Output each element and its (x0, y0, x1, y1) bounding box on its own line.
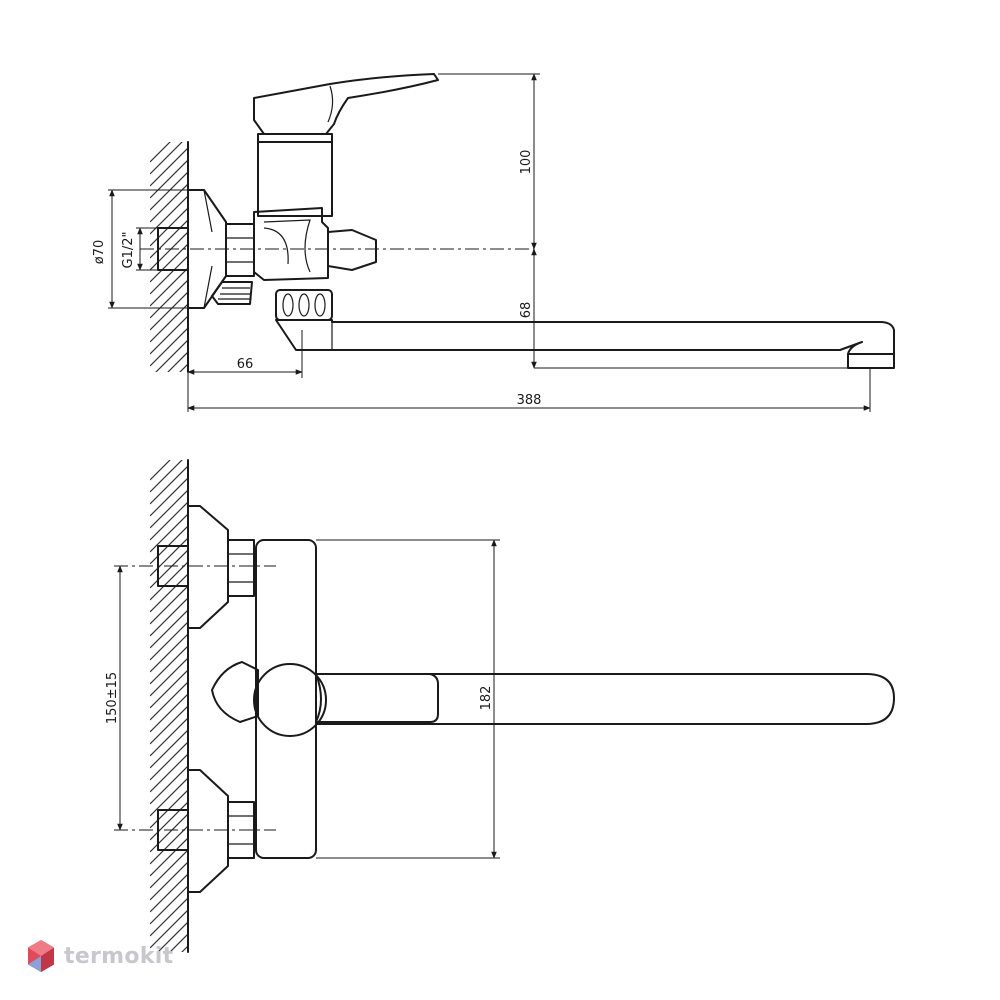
dim-66-label: 66 (237, 357, 254, 372)
watermark-brand: termokit (64, 943, 174, 969)
watermark: termokit (26, 938, 173, 974)
hex-nut-side (225, 223, 255, 277)
dim-388-label: 388 (517, 393, 542, 408)
mixer-body-top (255, 539, 317, 859)
dim-150-label: 150±15 (105, 672, 120, 724)
hex-nut-lower (227, 801, 255, 859)
dim-68-label: 68 (519, 302, 534, 319)
wall-hatch-top (150, 142, 188, 372)
spout-side (275, 319, 895, 355)
side-view: ø70 G1/2" 100 68 66 388 (92, 73, 895, 412)
dim-thread-label: G1/2" (121, 232, 136, 269)
dim-182-label: 182 (479, 686, 494, 711)
mixer-body-side (257, 141, 333, 217)
hex-nut-upper (227, 539, 255, 597)
side-nut (327, 229, 377, 271)
cartridge-top (253, 663, 327, 737)
handle-base-top (211, 661, 259, 723)
wall-hatch-bottom (150, 460, 188, 952)
lever-handle (253, 73, 439, 135)
dim-100-label: 100 (519, 150, 534, 175)
dim-diameter-label: ø70 (92, 240, 107, 265)
lever-top (315, 673, 439, 723)
cartridge-cap (257, 133, 333, 143)
diverter-knob (211, 281, 253, 305)
flange-lower (187, 769, 229, 893)
top-view: 150±15 182 (105, 459, 895, 953)
flange-upper (187, 505, 229, 629)
hexagon-logo-icon (28, 940, 54, 972)
aerator-side (847, 353, 895, 369)
connector-block (253, 207, 329, 281)
spout-top (315, 673, 895, 725)
